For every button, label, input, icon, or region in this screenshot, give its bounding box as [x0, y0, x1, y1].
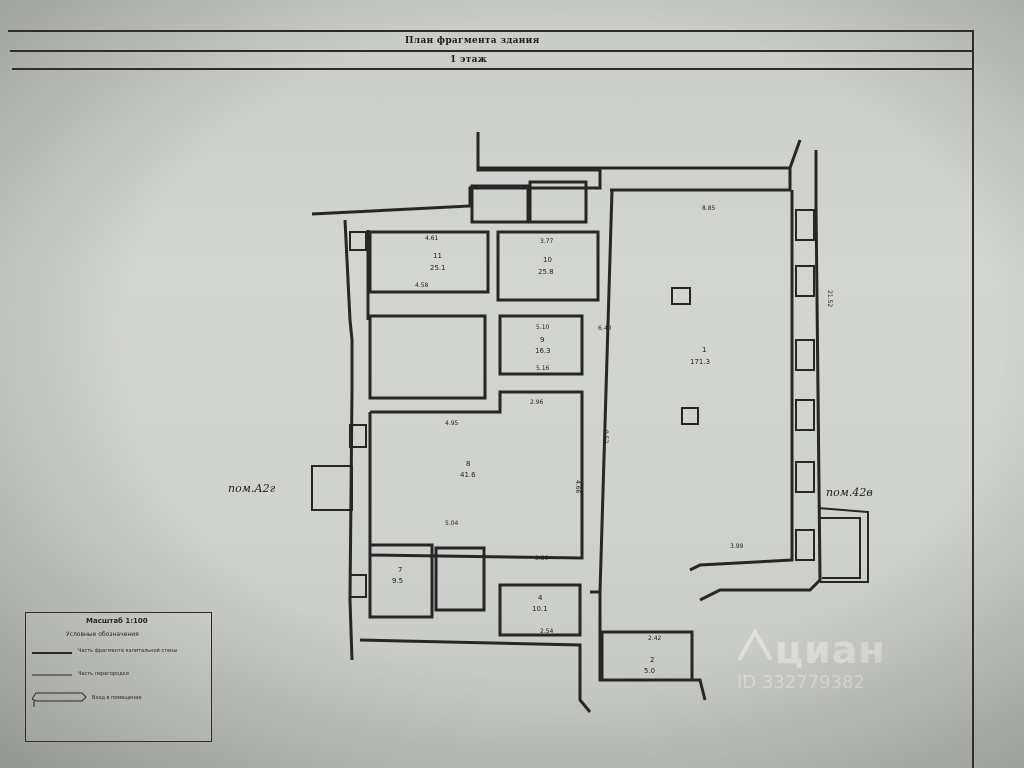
dimension: 21.52	[826, 290, 833, 307]
room-area: 9.5	[392, 577, 403, 585]
window	[795, 399, 815, 431]
legend-item: Часть перегородки	[78, 671, 129, 677]
room-area: 25.8	[538, 268, 554, 276]
outer-wall-top-right	[610, 139, 802, 192]
dimension: 5.04	[445, 520, 459, 527]
header-mid-line	[10, 50, 973, 52]
legend-box: Масштаб 1:100 Условные обозначения Часть…	[25, 612, 212, 742]
dimension: 5.16	[536, 365, 550, 372]
porch-left	[311, 465, 353, 511]
room-area: 16.3	[535, 347, 551, 355]
room-10-outline	[496, 230, 600, 302]
room-wc-outline	[434, 546, 486, 612]
legend-heading: Условные обозначения	[66, 631, 139, 638]
window	[349, 424, 367, 448]
floor-title: 1 этаж	[450, 55, 488, 65]
legend-item: Вход в помещение	[92, 695, 142, 701]
columns	[671, 287, 699, 425]
watermark-logo-icon	[737, 627, 773, 661]
dimension: 8.85	[702, 205, 716, 212]
dimension: 6.40	[598, 325, 612, 332]
dimension: 3.77	[540, 238, 554, 245]
dimension: 3.99	[730, 543, 744, 550]
column	[681, 407, 699, 425]
window	[795, 529, 815, 561]
left-outer-wall	[343, 219, 354, 661]
header-top-line	[8, 30, 973, 32]
room-area: 171.3	[690, 358, 710, 366]
window	[349, 574, 367, 598]
window	[349, 231, 367, 251]
dimension: 4.61	[425, 235, 439, 242]
dimension: 4.95	[445, 420, 459, 427]
hall-right-wall	[699, 150, 822, 602]
label-room-left: пом.А2г	[228, 482, 276, 495]
dimension: 2.54	[540, 628, 554, 635]
porch-right	[817, 507, 869, 583]
header-bottom-line	[12, 68, 974, 70]
room-area: 10.1	[532, 605, 548, 613]
dimension: 5.10	[536, 324, 550, 331]
room-7-outline	[368, 543, 434, 619]
window	[795, 209, 815, 241]
dimension: 2.96	[530, 399, 544, 406]
room-number: 11	[433, 252, 442, 260]
room-area: 5.0	[644, 667, 655, 675]
porch-right-inner	[820, 517, 861, 579]
dimension: 3.30	[535, 555, 549, 562]
room-9-outline	[498, 314, 584, 376]
dimension: 9.52	[602, 430, 609, 444]
room-number: 9	[540, 336, 544, 344]
watermark-brand: циан	[775, 628, 886, 672]
top-small-room-1	[470, 184, 530, 224]
walls	[311, 132, 822, 713]
window	[795, 339, 815, 371]
dimension: 4.66	[574, 480, 581, 494]
frame-right-line	[972, 30, 974, 768]
sheet-title: План фрагмента здания	[405, 36, 540, 46]
room-2-outline	[600, 630, 694, 682]
room-number: 8	[466, 460, 470, 468]
dimension: 2.42	[648, 635, 662, 642]
legend-symbols	[31, 652, 87, 707]
corridor-block-outline	[368, 314, 487, 400]
room-number: 2	[650, 656, 654, 664]
room-number: 4	[538, 594, 543, 602]
outer-wall-top-left	[311, 132, 602, 216]
window	[795, 265, 815, 297]
watermark-id: ID 332779382	[737, 672, 865, 693]
room-number: 7	[398, 566, 402, 574]
dimension: 4.58	[415, 282, 429, 289]
window	[795, 461, 815, 493]
top-small-room-2	[528, 180, 588, 224]
porches	[311, 465, 869, 583]
legend-scale: Масштаб 1:100	[86, 617, 148, 625]
room-number: 1	[702, 346, 706, 354]
room-11-outline	[368, 230, 490, 294]
room-number: 10	[543, 256, 552, 264]
lower-wall-2	[590, 590, 707, 701]
hall-inner-right-wall	[689, 190, 794, 572]
hall-left-wall	[598, 189, 614, 593]
column	[671, 287, 691, 305]
lower-wall	[359, 638, 592, 713]
watermark: циан ID 332779382	[735, 600, 935, 700]
room-8-outline	[368, 390, 584, 560]
label-room-right: пом.42в	[826, 486, 873, 499]
windows	[349, 209, 815, 598]
legend-entrance-symbol	[31, 692, 87, 702]
legend-item: Часть фрагмента капитальной стены	[78, 648, 178, 654]
room-4-outline	[498, 583, 582, 637]
room-area: 25.1	[430, 264, 446, 272]
room-area: 41.6	[460, 471, 476, 479]
